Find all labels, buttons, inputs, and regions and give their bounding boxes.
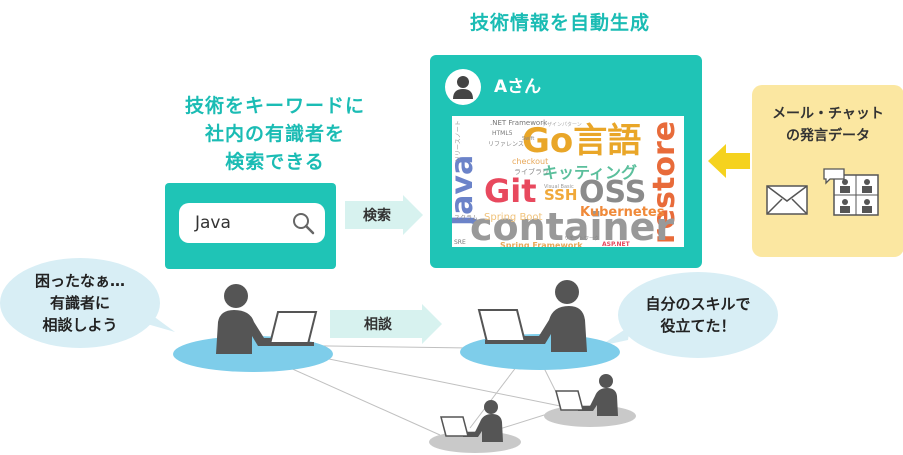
person-at-laptop-small-2 — [429, 400, 521, 453]
video-chat-icon — [823, 168, 879, 216]
person-icon — [453, 76, 473, 99]
auto-generate-title: 技術情報を自動生成 — [469, 12, 650, 34]
skill-keyword: Spring Boot — [484, 212, 543, 223]
search-feature-title-line: 検索できる — [225, 151, 325, 173]
bubble-right-line: 自分のスキルで — [645, 295, 751, 313]
mail-icon — [766, 185, 808, 215]
skill-keyword: SRE — [454, 239, 466, 246]
bubble-left-line: 困ったなぁ… — [34, 272, 125, 290]
skill-keyword: Visual Basic — [544, 184, 574, 190]
skill-keyword: リモートワーク — [564, 236, 599, 242]
search-feature-title-line: 社内の有識者を — [204, 123, 345, 145]
source-label-line: メール・チャット — [772, 106, 884, 122]
search-icon[interactable] — [291, 211, 315, 235]
search-input[interactable]: Java — [179, 203, 325, 243]
speech-bubble-right: 自分のスキルで 役立てた！ — [618, 272, 778, 358]
skill-keyword: キッティング — [542, 163, 637, 182]
search-feature-title: 技術をキーワードに 社内の有識者を 検索できる — [150, 92, 400, 176]
skill-keyword: デザインパターン — [542, 121, 582, 128]
bubble-left-tail — [145, 310, 175, 332]
bubble-right-tail — [600, 326, 630, 346]
skill-keyword: container — [470, 205, 674, 247]
skill-keyword: Spring Framework — [500, 241, 583, 247]
search-arrow — [345, 195, 423, 235]
data-input-arrow — [708, 144, 750, 178]
skill-keyword: リリースノート — [455, 120, 462, 162]
skill-keyword: checkout — [512, 157, 548, 166]
chat-data-source: メール・チャット の発言データ — [752, 85, 903, 257]
consult-arrow-label: 相談 — [364, 317, 392, 333]
skill-keyword: restore — [647, 121, 682, 244]
source-label-line: の発言データ — [786, 128, 870, 144]
speech-bubble-left: 困ったなぁ… 有識者に 相談しよう — [0, 258, 160, 348]
search-feature-title-line: 技術をキーワードに — [184, 95, 365, 117]
bubble-left-line: 有識者に — [49, 294, 110, 312]
skill-keyword: .NET Framework — [490, 119, 548, 127]
consult-arrow — [330, 304, 442, 344]
skill-keyword: リファレンス — [488, 141, 524, 148]
bubble-right-line: 役立てた！ — [660, 317, 736, 335]
person-at-laptop-right — [460, 280, 620, 370]
skill-keyword: ASP.NET — [602, 241, 631, 247]
skill-keyword: スクラム — [454, 215, 478, 222]
skill-keyword: OSS — [579, 175, 646, 210]
skill-keyword: Git — [484, 172, 537, 210]
search-panel: Java — [165, 183, 336, 269]
skill-keyword: SSH — [544, 186, 578, 204]
profile-name: Aさん — [494, 77, 542, 97]
skill-keyword: HTML5 — [492, 130, 513, 137]
skill-keyword: Swift — [522, 136, 534, 142]
source-label: メール・チャット の発言データ — [752, 103, 903, 147]
search-input-value: Java — [195, 213, 231, 233]
skill-keyword: ライブラリ — [514, 167, 549, 176]
avatar — [445, 69, 481, 105]
skill-keyword: Java — [452, 155, 480, 228]
search-arrow-label: 検索 — [363, 208, 391, 224]
person-at-laptop-left — [173, 284, 333, 372]
skill-keyword: Go言語 — [522, 121, 641, 161]
bubble-left-line: 相談しよう — [42, 316, 118, 334]
skill-keyword: Kubernetes — [580, 205, 665, 220]
person-at-laptop-small-1 — [544, 374, 636, 427]
